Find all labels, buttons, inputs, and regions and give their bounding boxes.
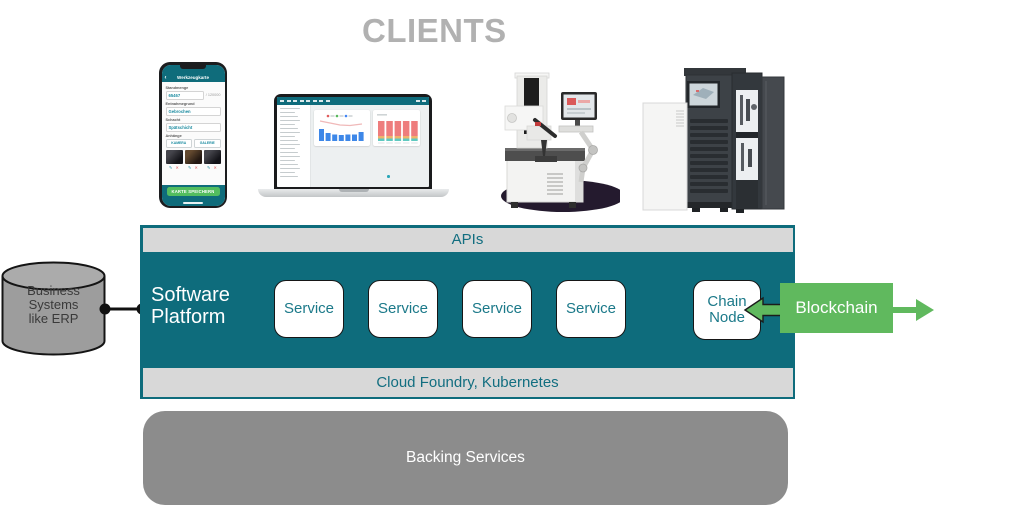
laptop-screen <box>277 97 429 187</box>
field-label: Entnahmegrund <box>165 101 195 106</box>
cabinet-door <box>761 76 785 210</box>
phone-form: Standmenge 65467 / 120000 Entnahmegrund … <box>162 82 225 185</box>
photo-thumbnail <box>184 150 202 164</box>
blockchain-box: Blockchain <box>780 283 893 333</box>
bar-chart-card <box>314 110 370 146</box>
photo-thumbnail <box>165 150 183 164</box>
service-box: Service <box>556 280 626 338</box>
smartphone-illustration: ‹ Werkzeugkarte Standmenge 65467 / 12000… <box>159 62 227 208</box>
erp-label: Business Systems like ERP <box>27 283 80 326</box>
home-indicator <box>183 201 203 204</box>
dashboard-menubar <box>277 97 429 105</box>
loading-dot <box>387 175 390 178</box>
service-box: Service <box>462 280 532 338</box>
apis-bar: APIs <box>142 227 793 252</box>
thumb-actions: ✎✕ <box>185 165 202 170</box>
shift-select: Spätschicht <box>165 122 221 132</box>
back-icon: ‹ <box>164 75 167 81</box>
quantity-max: / 120000 <box>205 92 221 97</box>
backing-services-box: Backing Services <box>143 411 788 505</box>
save-card-button: KARTE SPEICHERN <box>166 187 220 196</box>
reason-select: Gebrochen <box>165 106 221 116</box>
phone-notch <box>180 64 206 69</box>
laptop-base <box>258 189 449 197</box>
delete-icon: ✕ <box>194 165 199 170</box>
edit-icon: ✎ <box>168 165 173 170</box>
edit-icon: ✎ <box>187 165 192 170</box>
phone-app-title: Werkzeugkarte <box>177 75 209 80</box>
field-label: Standmenge <box>165 85 189 90</box>
thumb-actions: ✎✕ <box>166 165 183 170</box>
field-label: Schacht <box>165 117 181 122</box>
tool-cabinet-illustration <box>642 68 785 213</box>
stacked-chart-card <box>373 110 420 146</box>
arrow-out-right <box>885 299 934 321</box>
delete-icon: ✕ <box>213 165 218 170</box>
infrastructure-bar: Cloud Foundry, Kubernetes <box>142 367 793 397</box>
quantity-field: 65467 <box>165 90 204 100</box>
thumb-actions: ✎✕ <box>204 165 221 170</box>
side-cabinet <box>642 102 688 211</box>
software-platform-box: APIs Software Platform Service Service S… <box>140 225 795 399</box>
dashboard-sidebar <box>277 105 311 187</box>
service-box: Service <box>274 280 344 338</box>
erp-database-cylinder <box>1 261 106 356</box>
photo-thumbnail <box>203 150 221 164</box>
camera-button: KAMERA <box>165 139 192 148</box>
gallery-button: GALERIE <box>194 139 221 148</box>
laptop-illustration <box>274 94 432 189</box>
phone-screen: ‹ Werkzeugkarte Standmenge 65467 / 12000… <box>161 64 225 206</box>
clients-title: CLIENTS <box>362 12 507 49</box>
platform-name: Software Platform <box>151 284 230 328</box>
delete-icon: ✕ <box>175 165 180 170</box>
phone-footer: KARTE SPEICHERN <box>161 184 225 206</box>
service-box: Service <box>368 280 438 338</box>
edit-icon: ✎ <box>206 165 211 170</box>
attachments-label: Anhänge <box>165 133 182 138</box>
measuring-machine-illustration <box>501 72 620 212</box>
phone-app-header: ‹ Werkzeugkarte <box>161 64 225 82</box>
